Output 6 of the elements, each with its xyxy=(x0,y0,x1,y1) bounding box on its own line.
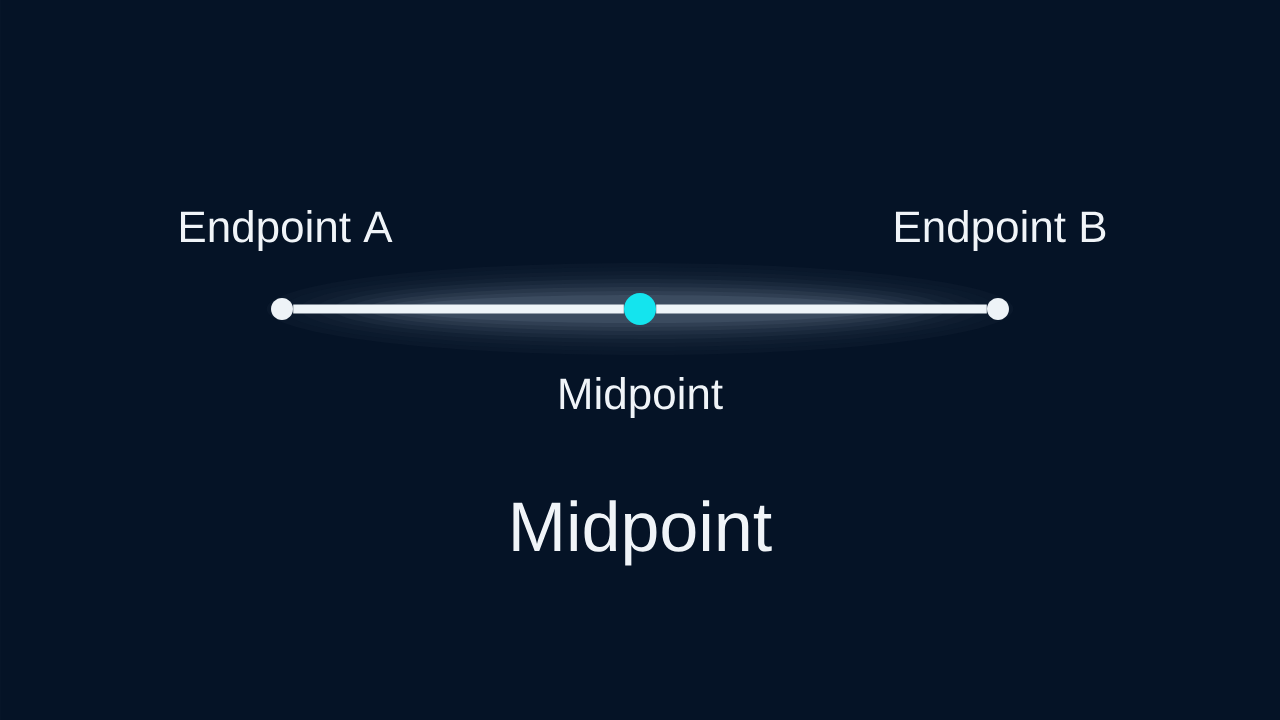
line-segment xyxy=(656,304,987,314)
point-label: Endpoint B xyxy=(896,210,1106,252)
caption: Midpoint xyxy=(513,500,772,566)
point-label: Midpoint xyxy=(560,377,723,419)
point-label: Endpoint A xyxy=(181,210,393,252)
line-segment xyxy=(293,304,624,314)
